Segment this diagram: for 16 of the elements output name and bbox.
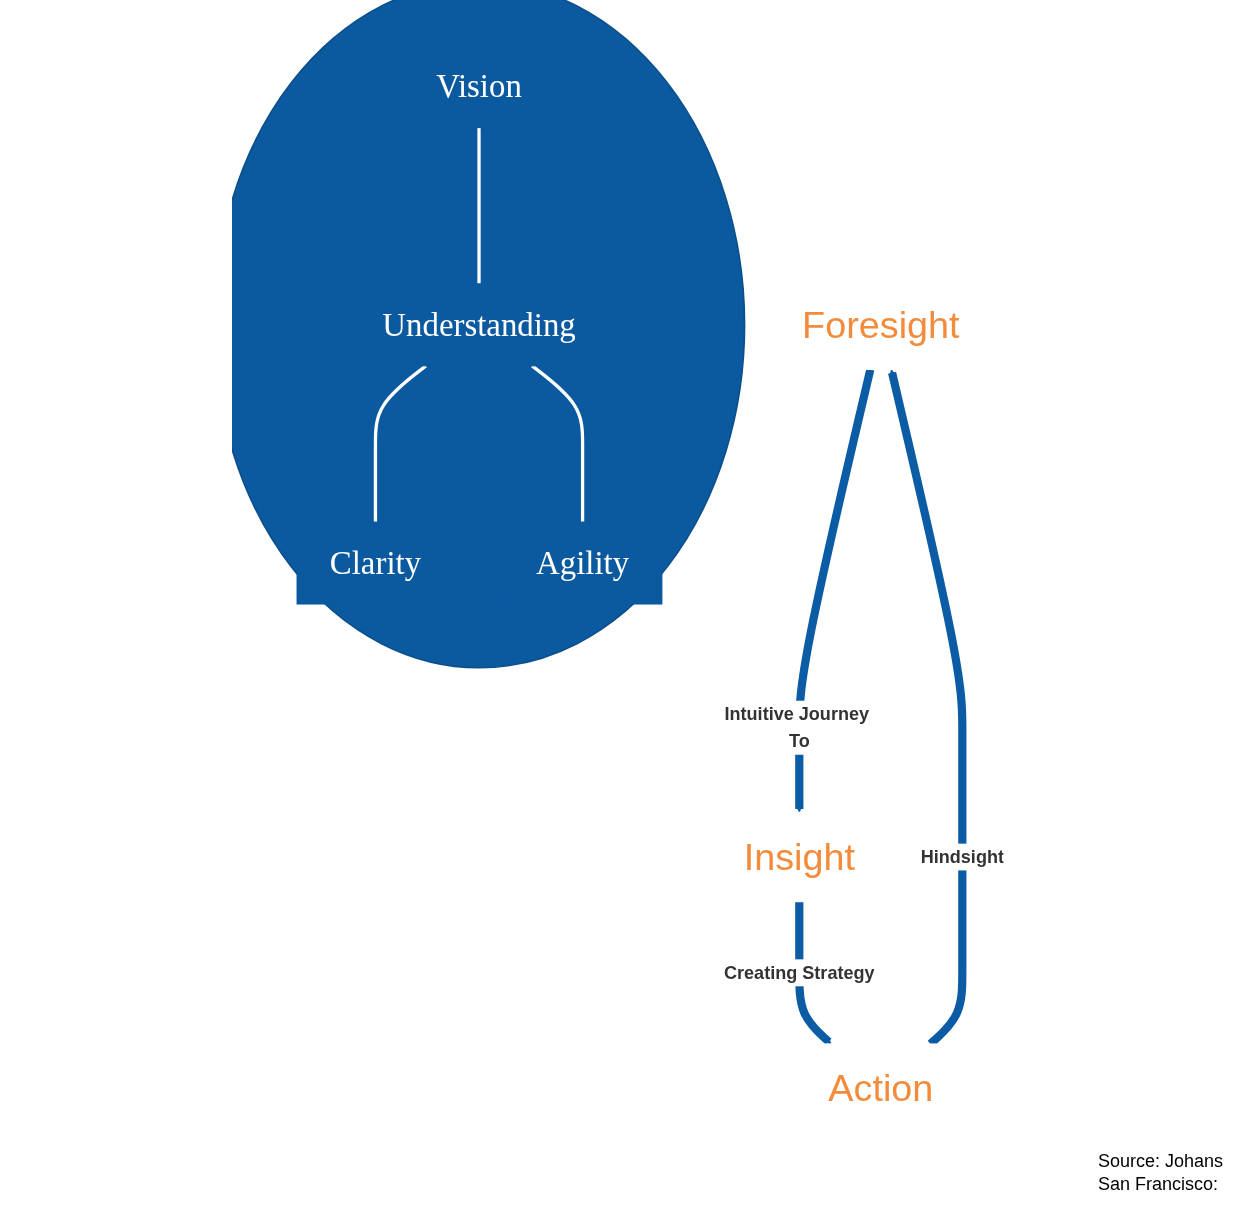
node-text: Foresight <box>802 303 960 346</box>
node-text: Action <box>828 1066 934 1110</box>
connector <box>477 127 481 284</box>
connector <box>374 364 428 522</box>
node-text: Insight <box>743 835 856 878</box>
node-text: Understanding <box>382 305 576 343</box>
edge-label: Creating Strategy <box>724 962 875 984</box>
connector <box>531 364 585 522</box>
edge-label: Hindsight <box>920 846 1005 868</box>
cluster <box>232 0 746 669</box>
node-text: Vision <box>436 67 523 105</box>
source-note: Source: Johans <box>1097 1151 1223 1172</box>
source-note: San Francisco: <box>1097 1174 1219 1195</box>
edge-label: Intuitive Journey To <box>724 703 870 752</box>
arrow <box>795 368 875 813</box>
arrow <box>795 901 832 1045</box>
